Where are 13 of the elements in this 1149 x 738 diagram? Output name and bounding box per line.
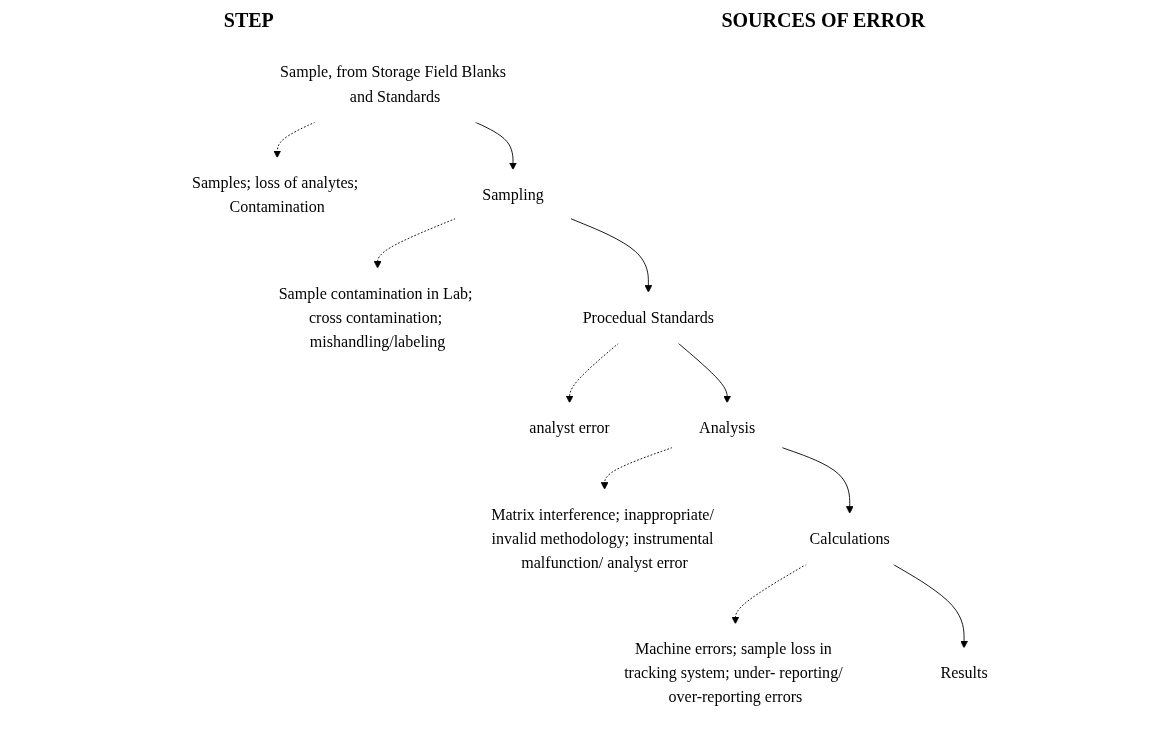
node-text: Procedual Standards xyxy=(582,308,715,327)
node-text: Analysis xyxy=(699,418,756,437)
node-text: Samples; loss of analytes; Contamination xyxy=(192,173,359,216)
column-heading: SOURCES OF ERROR xyxy=(721,8,926,32)
node-text: Machine errors; sample loss in tracking system; under- reporting/ over-reporting errors xyxy=(624,639,843,706)
node-text: Sample contamination in Lab; cross contamination; mishandling/labeling xyxy=(278,284,473,351)
node-text: Matrix interference; inappropriate/ invalid methodology; instrumental malfunction/ analyst error xyxy=(491,505,714,572)
node-text: Sampling xyxy=(482,185,544,204)
node-text: Calculations xyxy=(809,529,890,548)
column-heading: STEP xyxy=(223,8,274,32)
node-text: analyst error xyxy=(529,418,610,437)
node-text: Sample, from Storage Field Blanks and Standards xyxy=(280,63,507,106)
node-text: Results xyxy=(940,664,988,682)
